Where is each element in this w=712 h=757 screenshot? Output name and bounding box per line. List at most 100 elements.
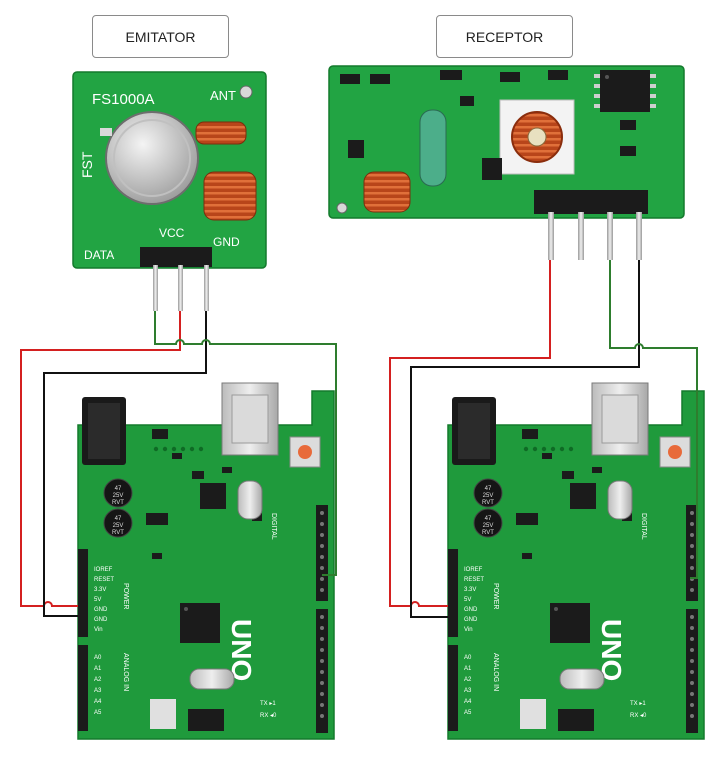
power-pin-label: IOREF bbox=[94, 567, 113, 573]
capacitor-text: 47 bbox=[485, 486, 492, 492]
capacitor-text: 47 bbox=[115, 486, 122, 492]
wire-receiver-data bbox=[609, 260, 698, 579]
capacitor-text: 47 bbox=[115, 516, 122, 522]
power-pin-label: RESET bbox=[464, 577, 484, 583]
saw-resonator bbox=[105, 111, 199, 205]
analog-pin-label: A5 bbox=[94, 710, 102, 716]
tx-pin bbox=[204, 265, 209, 311]
capacitor-text: RVT bbox=[112, 500, 124, 506]
power-label: POWER bbox=[492, 583, 499, 609]
wire-emitter-vcc bbox=[20, 311, 181, 607]
power-pin-label: 5V bbox=[464, 597, 471, 603]
wire-receiver-vcc bbox=[389, 260, 551, 607]
analog-pin-label: A4 bbox=[464, 699, 472, 705]
wires bbox=[20, 260, 698, 618]
icsp-header bbox=[150, 699, 176, 729]
tx-pin bbox=[153, 265, 158, 311]
rx-label: RX ◂0 bbox=[630, 713, 647, 719]
power-pin-label: 5V bbox=[94, 597, 101, 603]
wire-emitter-data bbox=[154, 311, 337, 576]
power-pin-label: 3.3V bbox=[464, 587, 476, 593]
capacitor-text: 25V bbox=[483, 493, 494, 499]
emitter-label: EMITATOR bbox=[92, 15, 229, 58]
analog-header bbox=[78, 645, 88, 731]
wire-emitter-gnd bbox=[43, 311, 207, 617]
power-pin-label: IOREF bbox=[464, 567, 483, 573]
analog-pin-label: A5 bbox=[464, 710, 472, 716]
coil-large bbox=[203, 171, 257, 221]
arduino-board-emitter: 4725VRVT4725VRVTIOREFRESET3.3V5VGNDGNDVi… bbox=[77, 382, 335, 740]
power-pin-label: GND bbox=[464, 607, 478, 613]
power-pin-label: Vin bbox=[464, 627, 473, 633]
receiver-module bbox=[328, 65, 685, 260]
analog-pin-label: A1 bbox=[94, 666, 102, 672]
capacitor-text: RVT bbox=[482, 500, 494, 506]
analog-pin-label: A2 bbox=[464, 677, 472, 683]
tx-pin bbox=[178, 265, 183, 311]
digital-label: DIGITAL bbox=[270, 513, 277, 540]
capacitor-text: 47 bbox=[485, 516, 492, 522]
main-crystal bbox=[189, 668, 235, 690]
antenna-pad bbox=[239, 85, 253, 99]
capacitor-text: 25V bbox=[113, 523, 124, 529]
icsp-header bbox=[188, 709, 224, 731]
transmitter-model-text: FS1000A bbox=[92, 91, 155, 108]
rx-pin bbox=[578, 212, 584, 260]
inductor bbox=[419, 109, 447, 187]
capacitor-text: RVT bbox=[482, 530, 494, 536]
analog-label: ANALOG IN bbox=[492, 653, 499, 691]
tx-pin-label-data: DATA bbox=[84, 248, 114, 262]
capacitor bbox=[473, 478, 503, 508]
tx-label: TX ▸1 bbox=[260, 701, 276, 707]
tx-header bbox=[140, 247, 212, 267]
power-header bbox=[448, 549, 458, 637]
usb-chip bbox=[570, 483, 596, 509]
rx-label: RX ◂0 bbox=[260, 713, 277, 719]
power-pin-label: Vin bbox=[94, 627, 103, 633]
power-pin-label: RESET bbox=[94, 577, 114, 583]
main-crystal bbox=[559, 668, 605, 690]
icsp-header bbox=[520, 699, 546, 729]
capacitor bbox=[103, 478, 133, 508]
capacitor-text: 25V bbox=[113, 493, 124, 499]
analog-label: ANALOG IN bbox=[122, 653, 129, 691]
capacitor-text: 25V bbox=[483, 523, 494, 529]
rx-pin bbox=[548, 212, 554, 260]
analog-header bbox=[448, 645, 458, 731]
analog-pin-label: A0 bbox=[464, 655, 472, 661]
power-label: POWER bbox=[122, 583, 129, 609]
analog-pin-label: A2 bbox=[94, 677, 102, 683]
icsp-header bbox=[558, 709, 594, 731]
analog-pin-label: A3 bbox=[94, 688, 102, 694]
tx-pin-label-gnd: GND bbox=[213, 235, 240, 249]
rx-pin bbox=[636, 212, 642, 260]
analog-pin-label: A3 bbox=[464, 688, 472, 694]
power-pin-label: GND bbox=[94, 617, 108, 623]
tx-pin-label-vcc: VCC bbox=[159, 226, 185, 240]
analog-pin-label: A0 bbox=[94, 655, 102, 661]
receiver-coil bbox=[363, 171, 411, 213]
digital-header-high bbox=[316, 505, 328, 601]
arduino-pcb bbox=[447, 390, 705, 740]
transmitter-side-text: FST bbox=[79, 151, 95, 178]
usb-chip bbox=[200, 483, 226, 509]
analog-pin-label: A4 bbox=[94, 699, 102, 705]
arduino-board-receiver: 4725VRVT4725VRVTIOREFRESET3.3V5VGNDGNDVi… bbox=[447, 382, 705, 740]
digital-label: DIGITAL bbox=[640, 513, 647, 540]
receiver-label: RECEPTOR bbox=[436, 15, 573, 58]
power-pin-label: 3.3V bbox=[94, 587, 106, 593]
power-pin-label: GND bbox=[94, 607, 108, 613]
rx-pin bbox=[607, 212, 613, 260]
analog-pin-label: A1 bbox=[464, 666, 472, 672]
power-header bbox=[78, 549, 88, 637]
capacitor bbox=[103, 508, 133, 538]
oscillator bbox=[237, 480, 263, 520]
antenna-text: ANT bbox=[210, 88, 236, 103]
rx-header bbox=[534, 190, 648, 214]
power-pin-label: GND bbox=[464, 617, 478, 623]
tx-label: TX ▸1 bbox=[630, 701, 646, 707]
capacitor bbox=[473, 508, 503, 538]
capacitor-text: RVT bbox=[112, 530, 124, 536]
oscillator bbox=[607, 480, 633, 520]
